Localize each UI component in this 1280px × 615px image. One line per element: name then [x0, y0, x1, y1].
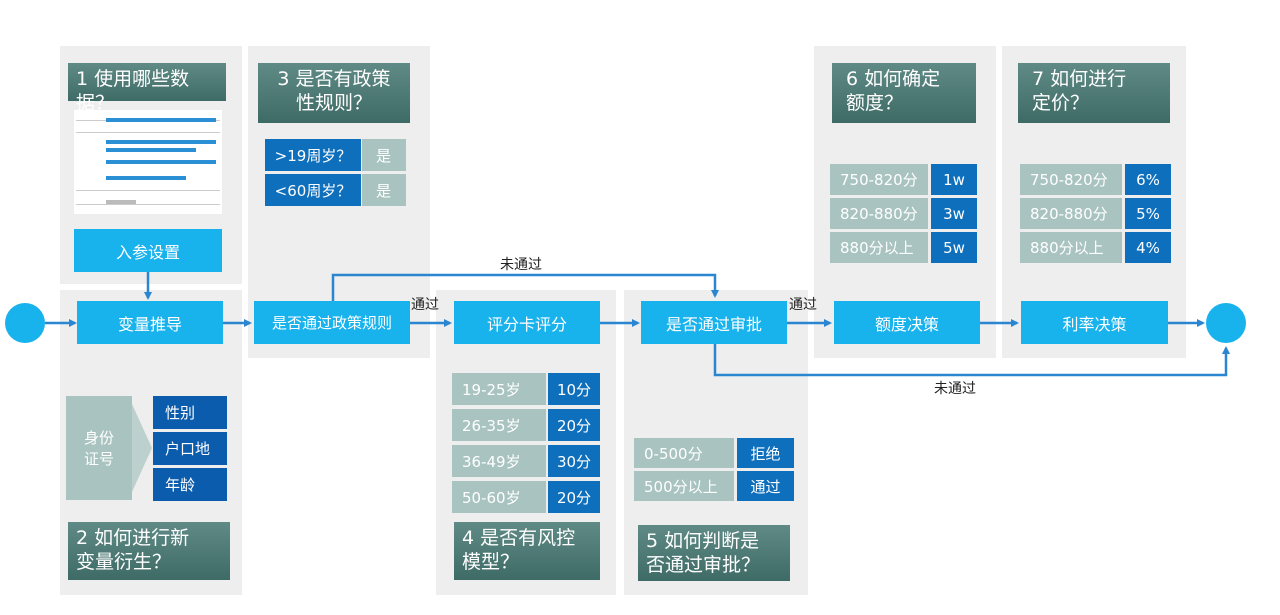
label-pass-approval: 通过: [789, 297, 817, 313]
rate-range-3: 880分以上: [1020, 232, 1122, 263]
limit-value-3: 5w: [931, 232, 977, 263]
rule-cond-2: <60周岁？: [265, 174, 361, 206]
rule-result-1: 是: [362, 139, 406, 171]
panel-6-title-line1: 6 如何确定: [846, 68, 941, 90]
rate-value-2: 5%: [1125, 198, 1171, 229]
id-label-line2: 证号: [83, 450, 114, 468]
panel-4-title-line1: 4 是否有风控: [462, 527, 576, 549]
input-settings-button[interactable]: 入参设置: [74, 229, 222, 272]
panel-2-title: 2 如何进行新 变量衍生？: [68, 522, 230, 580]
step-limit-decision: 额度决策: [834, 301, 980, 344]
label-pass-policy: 通过: [411, 297, 439, 313]
panel-6-title: 6 如何确定 额度？: [832, 63, 976, 123]
panel-5-title: 5 如何判断是 否通过审批？: [638, 525, 790, 581]
label-fail-bottom: 未通过: [934, 381, 976, 397]
approval-range-1: 0-500分: [634, 438, 734, 468]
panel-6-title-line2: 额度？: [846, 92, 904, 114]
approval-range-2: 500分以上: [634, 471, 734, 501]
panel-3-title: 3 是否有政策 性规则？: [258, 63, 410, 123]
limit-value-1: 1w: [931, 164, 977, 195]
derived-gender: 性别: [153, 396, 227, 429]
rate-range-2: 820-880分: [1020, 198, 1122, 229]
panel-2-title-line2: 变量衍生？: [76, 551, 172, 573]
score-value-3: 30分: [548, 445, 600, 477]
data-source-thumbnail: [74, 110, 222, 214]
step-rate-decision: 利率决策: [1021, 301, 1168, 344]
derived-hukou: 户口地: [153, 432, 227, 465]
panel-7-title-line2: 定价？: [1032, 92, 1090, 114]
id-label-line1: 身份: [83, 429, 114, 447]
panel-4-title-line2: 模型？: [462, 551, 520, 573]
rate-value-3: 4%: [1125, 232, 1171, 263]
step-scorecard: 评分卡评分: [454, 301, 600, 344]
panel-2-title-line1: 2 如何进行新: [76, 527, 190, 549]
step-policy-rules: 是否通过政策规则: [254, 301, 410, 344]
score-range-1: 19-25岁: [452, 373, 546, 405]
score-value-2: 20分: [548, 409, 600, 441]
panel-7-title: 7 如何进行 定价？: [1018, 63, 1170, 123]
derived-age: 年龄: [153, 468, 227, 501]
score-range-2: 26-35岁: [452, 409, 546, 441]
panel-3-title-line2: 性规则？: [295, 92, 372, 114]
id-number-box: 身份 证号: [66, 396, 132, 500]
rate-range-1: 750-820分: [1020, 164, 1122, 195]
rate-value-1: 6%: [1125, 164, 1171, 195]
approval-result-2: 通过: [737, 471, 794, 501]
step-variable-derivation: 变量推导: [77, 301, 223, 344]
panel-1-title: 1 使用哪些数据？: [68, 63, 226, 114]
approval-result-1: 拒绝: [737, 438, 794, 468]
panel-4-title: 4 是否有风控 模型？: [454, 522, 600, 580]
limit-range-2: 820-880分: [830, 198, 928, 229]
rule-cond-1: >19周岁？: [265, 139, 361, 171]
score-value-1: 10分: [548, 373, 600, 405]
limit-range-3: 880分以上: [830, 232, 928, 263]
end-node: [1206, 303, 1246, 343]
start-node: [5, 303, 45, 343]
limit-value-2: 3w: [931, 198, 977, 229]
score-value-4: 20分: [548, 481, 600, 513]
panel-7-title-line1: 7 如何进行: [1032, 68, 1127, 90]
score-range-3: 36-49岁: [452, 445, 546, 477]
label-fail-top: 未通过: [500, 257, 542, 273]
rule-result-2: 是: [362, 174, 406, 206]
panel-3-title-line1: 3 是否有政策: [277, 68, 391, 90]
panel-5-title-line2: 否通过审批？: [646, 554, 761, 576]
panel-5-title-line1: 5 如何判断是: [646, 530, 760, 552]
step-approval: 是否通过审批: [641, 301, 787, 344]
score-range-4: 50-60岁: [452, 481, 546, 513]
limit-range-1: 750-820分: [830, 164, 928, 195]
